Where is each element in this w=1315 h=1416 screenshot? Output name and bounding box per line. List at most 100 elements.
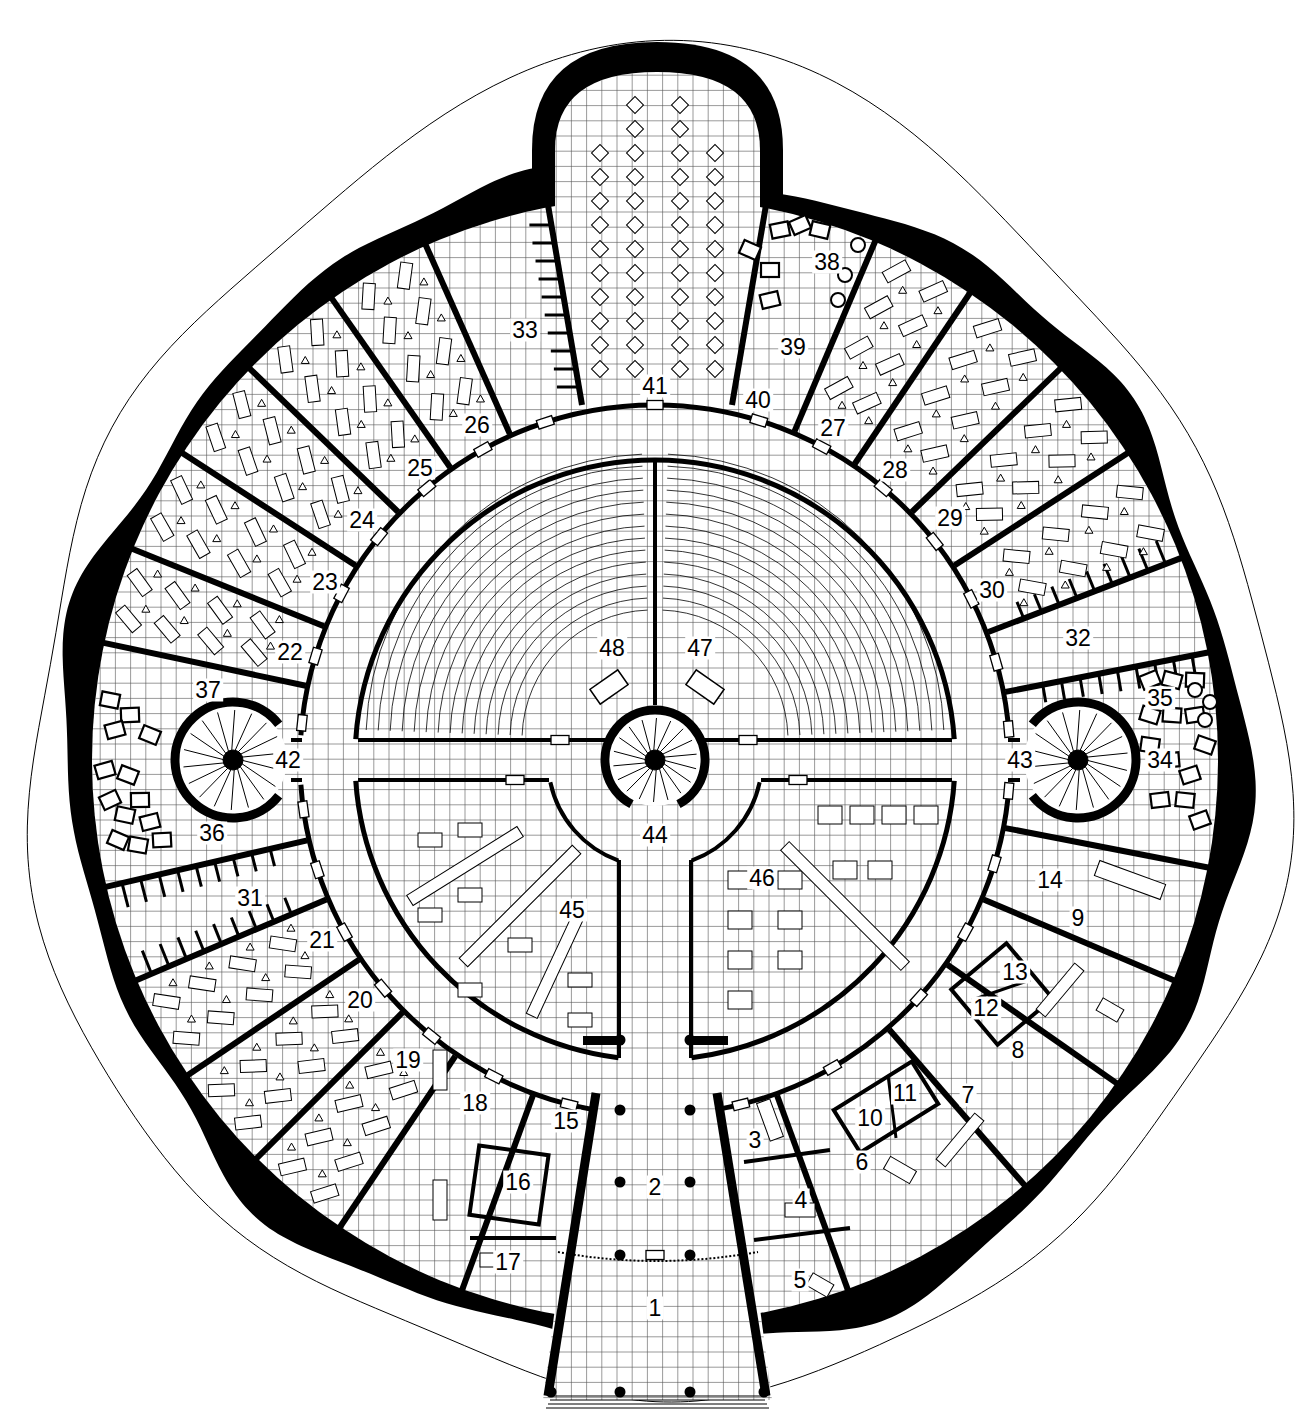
door (1003, 721, 1013, 738)
stair-step (183, 763, 225, 767)
chair (859, 361, 867, 368)
grid-line (85, 364, 1235, 365)
dining-table (672, 193, 689, 210)
stair-post (223, 750, 243, 770)
partition-wall (1005, 828, 1210, 868)
desk (1013, 481, 1039, 494)
desk (246, 988, 273, 1002)
desk (956, 482, 983, 497)
column (685, 1035, 696, 1046)
column (615, 1105, 626, 1116)
room-number: 35 (1145, 687, 1175, 710)
counter (781, 842, 910, 971)
grid-line (1027, 60, 1028, 1405)
chair (287, 426, 295, 433)
door (551, 736, 569, 745)
seat-row (498, 586, 647, 735)
spiral-stair (175, 702, 283, 818)
grid-line (282, 60, 283, 1405)
stair-wall (1032, 702, 1136, 818)
dining-table (707, 193, 724, 210)
chair (404, 332, 412, 339)
stair-post (645, 750, 665, 770)
cubicle-partition (267, 904, 274, 921)
room-number: 40 (743, 389, 773, 412)
crate (128, 837, 148, 854)
grid-line (85, 318, 1235, 319)
grid-line (85, 1200, 1235, 1201)
cubicle-partition (554, 368, 576, 371)
table (458, 983, 482, 997)
crate (770, 221, 790, 238)
partition-wall (947, 965, 1118, 1085)
dining-table (592, 313, 609, 330)
seat-row (665, 526, 871, 732)
desk (362, 1116, 390, 1135)
desk (276, 1032, 302, 1045)
table (884, 1156, 917, 1183)
small-room (951, 943, 1052, 1044)
chair (177, 517, 185, 524)
door (536, 416, 554, 430)
cubicle-partition (122, 883, 128, 907)
stair-step (237, 767, 248, 808)
desk (363, 386, 376, 413)
partition-wall (988, 557, 1183, 632)
chair (299, 483, 307, 490)
seat-row (666, 514, 884, 732)
table (1096, 998, 1124, 1022)
chair (231, 502, 239, 509)
partition-wall (330, 296, 450, 467)
column (615, 1177, 626, 1188)
room-number: 48 (597, 637, 627, 660)
room-number: 28 (880, 459, 910, 482)
seat-row (474, 562, 646, 734)
chair (411, 435, 419, 442)
desk (234, 1115, 261, 1130)
seat-row (666, 502, 896, 732)
crate (94, 761, 115, 779)
barrel (1198, 713, 1212, 727)
grid-line (85, 1002, 1235, 1003)
cubicle-partition (1069, 579, 1077, 598)
door (789, 776, 807, 785)
cubicle-partition (1061, 681, 1064, 700)
cubicle-partition (214, 924, 222, 944)
door (297, 714, 308, 731)
grid-line (85, 212, 1235, 213)
desk (1049, 455, 1075, 468)
chair (333, 331, 341, 338)
partition-wall (744, 1150, 830, 1162)
chair (287, 924, 295, 931)
dining-table (627, 97, 644, 114)
chair (270, 525, 278, 532)
chair (262, 974, 270, 981)
spiral-stair (605, 710, 705, 804)
grid-line (85, 546, 1235, 547)
door (910, 989, 927, 1007)
cubicle-partition (196, 931, 204, 952)
dining-table (672, 265, 689, 282)
crate (810, 221, 831, 239)
room-number: 18 (460, 1092, 490, 1115)
desk (274, 473, 294, 501)
desk (154, 615, 180, 643)
partition-wall (548, 205, 582, 405)
seat-row (668, 454, 944, 730)
grid-line (85, 956, 1235, 957)
grid-line (981, 60, 982, 1405)
chair (449, 409, 457, 416)
room-number: 20 (345, 989, 375, 1012)
seat-row (438, 526, 644, 732)
chair (191, 584, 199, 591)
cubicle-partition (215, 862, 220, 882)
grid-line (85, 1245, 1235, 1246)
chair (1020, 599, 1028, 606)
dining-table (672, 361, 689, 378)
chair (387, 454, 395, 461)
seat-row (667, 490, 908, 731)
dining-table (707, 313, 724, 330)
desk (264, 1088, 291, 1103)
chair (904, 445, 912, 452)
cubicle-partition (141, 879, 147, 902)
